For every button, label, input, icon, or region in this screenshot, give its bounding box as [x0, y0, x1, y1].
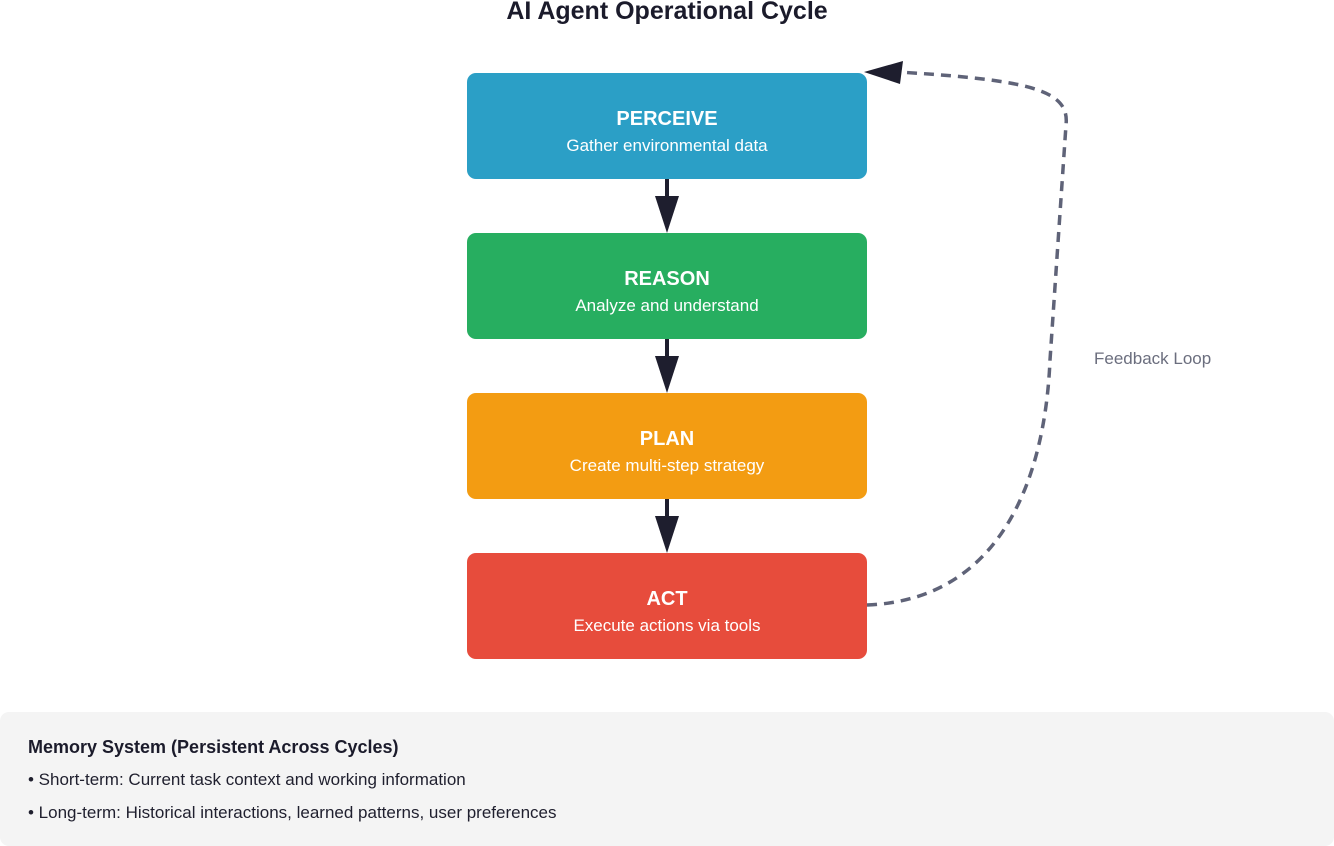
stage-name: PLAN [639, 428, 695, 450]
arrow-head [655, 196, 679, 233]
diagram-title: AI Agent Operational Cycle [506, 0, 828, 25]
flow-arrow-perceive-to-reason [655, 179, 679, 233]
flow-arrow-reason-to-plan [655, 339, 679, 393]
feedback-loop-arrow [864, 61, 1068, 607]
memory-title: Memory System (Persistent Across Cycles) [28, 737, 399, 757]
stage-perceive: PERCEIVE Gather environmental data [467, 73, 867, 179]
memory-item-long-term: • Long-term: Historical interactions, le… [28, 803, 557, 822]
arrow-head [655, 356, 679, 393]
feedback-arrow-head [864, 61, 903, 84]
stage-name: PERCEIVE [616, 108, 718, 130]
stage-act: ACT Execute actions via tools [467, 553, 867, 659]
stage-description: Execute actions via tools [573, 616, 761, 635]
stage-name: ACT [646, 588, 688, 610]
stage-description: Create multi-step strategy [569, 456, 765, 475]
flow-arrow-plan-to-act [655, 499, 679, 553]
memory-item-short-term: • Short-term: Current task context and w… [28, 770, 466, 789]
stage-name: REASON [624, 268, 710, 290]
feedback-loop-label: Feedback Loop [1094, 349, 1212, 368]
feedback-loop-path [866, 70, 1068, 607]
memory-system-panel: Memory System (Persistent Across Cycles)… [0, 712, 1334, 846]
stage-description: Gather environmental data [566, 136, 768, 155]
stage-reason: REASON Analyze and understand [467, 233, 867, 339]
arrow-head [655, 516, 679, 553]
stage-description: Analyze and understand [575, 296, 759, 315]
stage-plan: PLAN Create multi-step strategy [467, 393, 867, 499]
